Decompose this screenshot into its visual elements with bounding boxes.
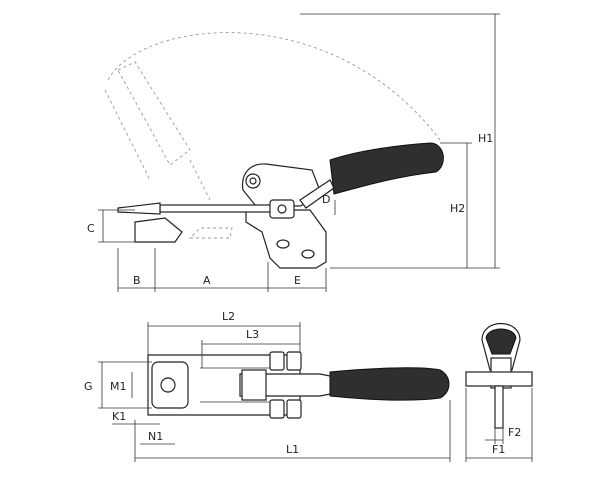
nut-bot-2 xyxy=(286,399,302,419)
label-K1: K1 xyxy=(112,410,126,423)
nut-top-1 xyxy=(269,351,285,371)
nut-center xyxy=(277,204,287,214)
mount-hole-2 xyxy=(301,249,315,259)
mount-hole-1 xyxy=(276,239,290,249)
pivot-pin-inner xyxy=(249,177,257,185)
label-L2: L2 xyxy=(222,310,235,323)
label-H2: H2 xyxy=(450,202,465,215)
end-base xyxy=(465,371,533,387)
label-A: A xyxy=(203,274,211,287)
label-L3: L3 xyxy=(246,328,259,341)
end-handle-grip xyxy=(485,328,517,355)
end-stem xyxy=(494,385,504,429)
plunger-tip xyxy=(117,202,161,215)
label-E: E xyxy=(294,274,301,287)
hook-eye xyxy=(160,377,176,393)
plunger-rod xyxy=(159,204,276,213)
label-D: D xyxy=(322,193,330,206)
grip-handle xyxy=(329,142,444,195)
ghost-arm xyxy=(104,89,211,201)
side-view: H1 H2 D C B A E xyxy=(87,13,500,292)
ghost-base xyxy=(188,227,233,239)
grip-top xyxy=(329,367,450,401)
label-F1: F1 xyxy=(492,443,505,456)
top-view: L1 L2 L3 G M1 K1 N1 xyxy=(84,310,451,462)
nut-bot-1 xyxy=(269,399,285,419)
hook-shoe xyxy=(134,217,183,243)
label-M1: M1 xyxy=(110,380,127,393)
label-F2: F2 xyxy=(508,426,521,439)
label-C: C xyxy=(87,222,95,235)
label-B: B xyxy=(133,274,141,287)
open-position-arc xyxy=(107,32,441,141)
nut-top-2 xyxy=(286,351,302,371)
pivot-block xyxy=(241,369,267,401)
base-plate xyxy=(245,209,327,269)
label-H1: H1 xyxy=(478,132,493,145)
end-view: F1 F2 xyxy=(465,322,533,462)
label-L1: L1 xyxy=(286,443,299,456)
ghost-handle xyxy=(117,61,191,166)
label-G: G xyxy=(84,380,93,393)
label-N1: N1 xyxy=(148,430,163,443)
